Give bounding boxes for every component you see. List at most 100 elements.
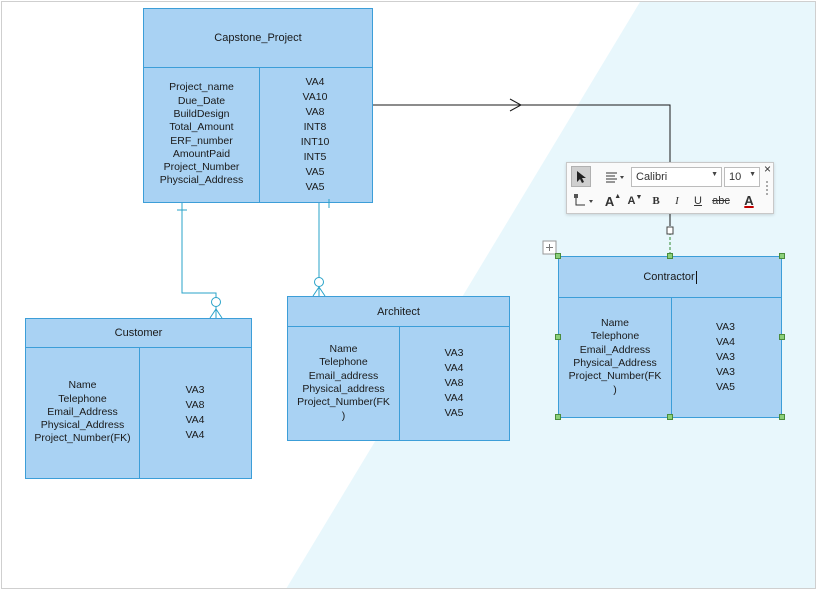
field-type: INT10	[300, 135, 330, 148]
field-type: VA4	[715, 335, 736, 348]
shrink-font-button[interactable]: A▼	[625, 191, 645, 211]
resize-handle-se[interactable]	[779, 414, 785, 420]
underline-icon: U	[694, 195, 702, 207]
entity-customer[interactable]: Customer Name Telephone Email_Address Ph…	[25, 318, 252, 479]
field-type: VA8	[305, 105, 325, 118]
field-name: Due_Date	[177, 94, 226, 107]
field-name: Physical_Address	[40, 419, 125, 432]
entity-fields: Name Telephone Email_Address Physical_Ad…	[26, 347, 140, 478]
font-color-button[interactable]: A	[735, 191, 763, 211]
connector-style-button[interactable]	[571, 191, 597, 211]
strikethrough-button[interactable]: abc	[710, 191, 732, 211]
entity-title[interactable]: Contractor	[559, 257, 781, 298]
toolbar-gripper-icon[interactable]	[766, 181, 771, 195]
bold-button[interactable]: B	[647, 191, 665, 211]
field-name: Email_Address	[47, 405, 118, 418]
field-type: VA5	[305, 180, 325, 193]
entity-fields: Name Telephone Email_address Physical_ad…	[288, 326, 400, 440]
field-type: VA8	[185, 398, 205, 411]
field-name: Name	[68, 379, 97, 392]
field-type: VA5	[305, 165, 325, 178]
field-name: )	[341, 409, 346, 422]
field-type: VA3	[444, 346, 464, 359]
pointer-icon	[577, 170, 586, 183]
field-type: VA3	[185, 383, 205, 396]
field-name: Telephone	[590, 330, 640, 343]
entity-architect[interactable]: Architect Name Telephone Email_address P…	[287, 296, 510, 441]
close-icon: ×	[763, 162, 771, 176]
entity-capstone-project[interactable]: Capstone_Project Project_name Due_Date B…	[143, 8, 373, 203]
bold-icon: B	[652, 195, 660, 207]
italic-button[interactable]: I	[668, 191, 686, 211]
resize-handle-n[interactable]	[667, 253, 673, 259]
field-name: Email_Address	[579, 343, 651, 356]
field-name: Name	[600, 317, 629, 330]
field-type: INT5	[303, 150, 327, 163]
entity-types: VA3 VA8 VA4 VA4	[139, 347, 251, 478]
resize-handle-ne[interactable]	[779, 253, 785, 259]
background-accent-shape	[286, 2, 816, 589]
field-type: VA5	[715, 380, 736, 393]
field-name: Project_name	[169, 81, 234, 94]
field-name: )	[613, 383, 617, 396]
entity-types: VA3 VA4 VA8 VA4 VA5	[399, 326, 509, 440]
resize-handle-nw[interactable]	[555, 253, 561, 259]
font-name-dropdown[interactable]: Calibri ▼	[631, 167, 722, 187]
field-type: VA10	[302, 90, 328, 103]
field-type: VA3	[715, 350, 736, 363]
field-name: BuildDesign	[173, 107, 230, 120]
shrink-arrow: ▼	[635, 194, 643, 201]
field-name: Physcial_Address	[159, 174, 244, 187]
field-name: Email_address	[308, 369, 379, 382]
close-toolbar-button[interactable]: ×	[762, 162, 773, 176]
font-size-dropdown[interactable]: 10 ▼	[724, 167, 760, 187]
entity-fields: Project_name Due_Date BuildDesign Total_…	[144, 67, 260, 202]
field-name: Physical_Address	[573, 357, 657, 369]
shrink-font-icon: A	[627, 195, 636, 207]
grow-font-icon: A	[604, 193, 615, 209]
underline-button[interactable]: U	[689, 191, 707, 211]
strikethrough-icon: abc	[712, 195, 730, 207]
resize-handle-w[interactable]	[555, 334, 561, 340]
field-type: VA5	[444, 406, 464, 419]
field-type: VA4	[444, 391, 464, 404]
font-color-icon: A	[744, 193, 754, 208]
resize-handle-e[interactable]	[779, 334, 785, 340]
entity-title-text: Contractor	[643, 271, 695, 283]
field-name: Project_Number	[163, 161, 240, 174]
field-type: VA3	[715, 320, 736, 333]
field-name: Project_Number(FK)	[34, 432, 131, 445]
field-type: VA4	[305, 75, 325, 88]
chevron-down-icon: ▼	[749, 171, 756, 178]
entity-contractor[interactable]: Contractor Name Telephone Email_Address …	[558, 256, 782, 418]
field-name: ERF_number	[170, 134, 233, 147]
field-name: Name	[329, 343, 358, 356]
field-type: VA8	[444, 376, 464, 389]
field-name: AmountPaid	[172, 147, 231, 160]
pointer-tool-button[interactable]	[571, 166, 591, 187]
font-name-value: Calibri	[636, 171, 668, 183]
text-cursor	[695, 270, 697, 284]
align-icon	[606, 172, 624, 182]
resize-handle-s[interactable]	[667, 414, 673, 420]
field-name: Telephone	[319, 356, 368, 369]
paragraph-align-button[interactable]	[603, 166, 627, 187]
field-type: VA4	[185, 413, 205, 426]
field-type: VA3	[715, 365, 736, 378]
entity-types: VA4 VA10 VA8 INT8 INT10 INT5 VA5 VA5	[258, 67, 372, 202]
grow-font-button[interactable]: A▲	[603, 191, 623, 211]
entity-title: Capstone_Project	[144, 9, 372, 68]
grow-arrow: ▲	[614, 193, 622, 200]
field-name: Project_Number(FK	[568, 370, 662, 383]
entity-fields: Name Telephone Email_Address Physical_Ad…	[559, 297, 672, 417]
entity-types: VA3 VA4 VA3 VA3 VA5	[670, 297, 781, 417]
entity-title: Architect	[288, 297, 509, 327]
resize-handle-sw[interactable]	[555, 414, 561, 420]
field-name: Telephone	[58, 392, 107, 405]
italic-icon: I	[675, 195, 679, 207]
connector-icon	[574, 194, 593, 206]
field-name: Physical_address	[302, 383, 385, 395]
field-name: Project_Number(FK	[297, 396, 390, 409]
